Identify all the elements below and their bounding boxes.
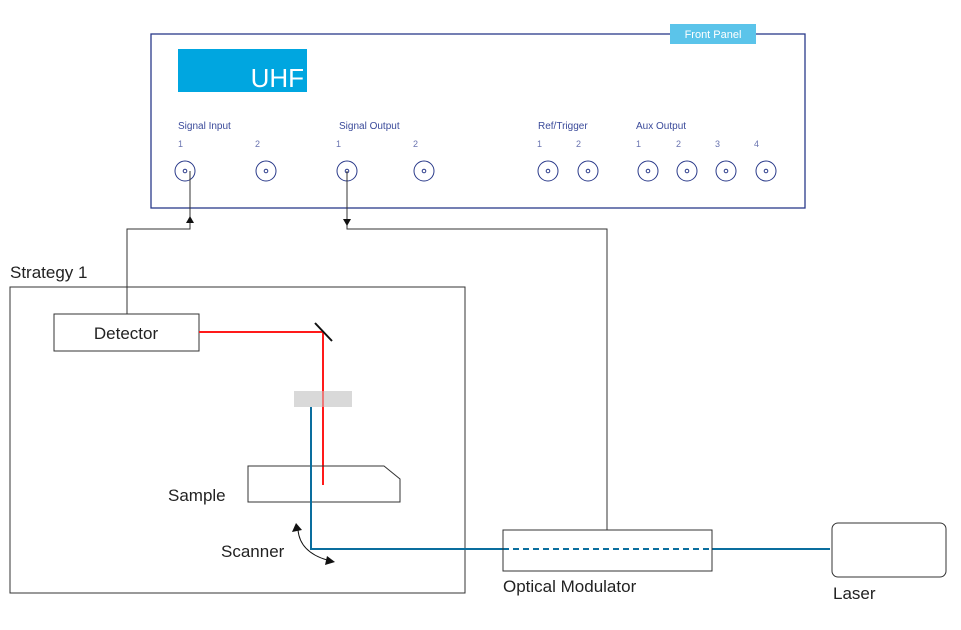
sample-label: Sample <box>168 486 226 505</box>
port-num-sigout-2: 2 <box>413 139 418 149</box>
port-num-sigin-1: 1 <box>178 139 183 149</box>
red-beam <box>199 331 324 485</box>
port-num-aux-2: 2 <box>676 139 681 149</box>
scanner-label: Scanner <box>221 542 285 561</box>
connector-ref-trigger-2[interactable] <box>577 160 599 182</box>
port-num-sigout-1: 1 <box>336 139 341 149</box>
group-label-signal-output: Signal Output <box>339 121 400 132</box>
scanner-arrow-up-icon <box>292 523 302 532</box>
connector-aux-output-2[interactable] <box>676 160 698 182</box>
uhf-logo-block <box>178 49 307 92</box>
detector-label: Detector <box>94 324 159 343</box>
port-num-aux-3: 3 <box>715 139 720 149</box>
laser-box <box>831 522 947 578</box>
connector-signal-input-2[interactable] <box>255 160 277 182</box>
scanner-arc <box>297 529 328 561</box>
optical-modulator-box <box>502 529 713 572</box>
laser-label: Laser <box>833 584 876 603</box>
group-label-signal-input: Signal Input <box>178 121 231 132</box>
port-num-ref-1: 1 <box>537 139 542 149</box>
port-num-ref-2: 2 <box>576 139 581 149</box>
strategy-box <box>9 286 466 594</box>
strategy-title: Strategy 1 <box>10 263 88 282</box>
blue-beam <box>310 407 830 550</box>
group-label-ref-trigger: Ref/Trigger <box>538 121 588 132</box>
port-num-aux-1: 1 <box>636 139 641 149</box>
wire-detector-to-signal-input <box>126 171 191 318</box>
optical-modulator-label: Optical Modulator <box>503 577 637 596</box>
connector-signal-input-1[interactable] <box>174 160 196 182</box>
front-panel-badge <box>670 24 756 44</box>
port-num-sigin-2: 2 <box>255 139 260 149</box>
arrow-down-icon <box>343 219 351 226</box>
sample-shape <box>247 465 401 503</box>
connector-aux-output-1[interactable] <box>637 160 659 182</box>
connector-signal-output-2[interactable] <box>413 160 435 182</box>
arrow-up-icon <box>186 216 194 223</box>
wire-signal-output-to-modulator <box>346 171 608 530</box>
connector-ref-trigger-1[interactable] <box>537 160 559 182</box>
port-num-aux-4: 4 <box>754 139 759 149</box>
uhf-logo-text: UHF <box>251 63 304 93</box>
mirror <box>314 322 333 342</box>
front-panel-badge-text: Front Panel <box>685 29 742 41</box>
connector-aux-output-4[interactable] <box>755 160 777 182</box>
group-label-aux-output: Aux Output <box>636 121 686 132</box>
connector-aux-output-3[interactable] <box>715 160 737 182</box>
front-panel-box <box>150 33 806 209</box>
scanner-arrow-down-icon <box>325 556 335 565</box>
